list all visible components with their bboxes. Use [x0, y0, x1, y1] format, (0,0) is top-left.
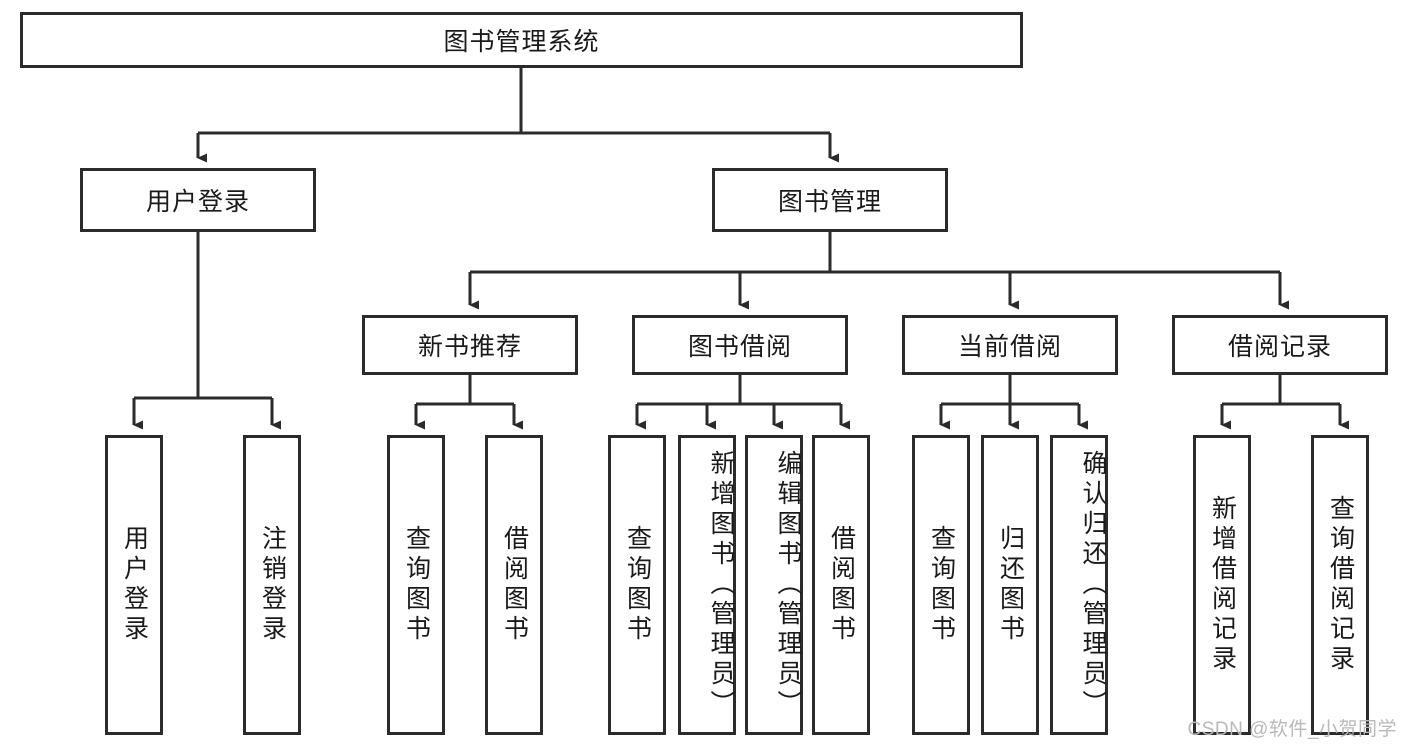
leaf-user-login-login[interactable]: 用户登录: [105, 435, 163, 735]
node-label: 新增借阅记录: [1208, 495, 1237, 675]
node-current-borrow[interactable]: 当前借阅: [902, 315, 1118, 375]
node-label: 新书推荐: [417, 333, 522, 361]
node-root-system[interactable]: 图书管理系统: [20, 12, 1023, 68]
node-label: 确认归还（管理员）: [1079, 450, 1107, 720]
node-label: 图书管理: [777, 188, 882, 216]
node-label: 图书借阅: [687, 333, 792, 361]
node-book-borrow[interactable]: 图书借阅: [632, 315, 848, 375]
node-label: 借阅记录: [1227, 333, 1332, 361]
node-label: 注销登录: [258, 525, 287, 645]
node-borrow-record[interactable]: 借阅记录: [1172, 315, 1388, 375]
node-new-book-recommend[interactable]: 新书推荐: [362, 315, 578, 375]
leaf-current-return-book[interactable]: 归还图书: [981, 435, 1039, 735]
node-label: 查询图书: [623, 525, 652, 645]
node-label: 查询借阅记录: [1326, 495, 1355, 675]
node-label: 查询图书: [402, 525, 431, 645]
watermark-csdn: CSDN @软件_小贺同学: [1187, 719, 1397, 740]
leaf-borrow-borrow-book[interactable]: 借阅图书: [812, 435, 870, 735]
leaf-current-confirm-return-admin[interactable]: 确认归还（管理员）: [1050, 435, 1108, 735]
leaf-record-query-record[interactable]: 查询借阅记录: [1311, 435, 1369, 735]
node-label: 用户登录: [145, 188, 250, 216]
node-label: 图书管理系统: [443, 28, 600, 56]
node-label: 编辑图书（管理员）: [774, 450, 802, 720]
node-book-management[interactable]: 图书管理: [712, 168, 948, 232]
leaf-recommend-borrow-book[interactable]: 借阅图书: [485, 435, 543, 735]
leaf-borrow-edit-book-admin[interactable]: 编辑图书（管理员）: [745, 435, 803, 735]
leaf-current-query-book[interactable]: 查询图书: [912, 435, 970, 735]
node-user-login[interactable]: 用户登录: [80, 168, 316, 232]
node-label: 用户登录: [120, 525, 149, 645]
leaf-borrow-query-book[interactable]: 查询图书: [608, 435, 666, 735]
leaf-recommend-query-book[interactable]: 查询图书: [387, 435, 445, 735]
node-label: 当前借阅: [957, 333, 1062, 361]
leaf-borrow-add-book-admin[interactable]: 新增图书（管理员）: [678, 435, 736, 735]
leaf-user-login-logout[interactable]: 注销登录: [243, 435, 301, 735]
node-label: 新增图书（管理员）: [707, 450, 735, 720]
leaf-record-add-record[interactable]: 新增借阅记录: [1193, 435, 1251, 735]
node-label: 归还图书: [996, 525, 1025, 645]
node-label: 借阅图书: [827, 525, 856, 645]
node-label: 查询图书: [927, 525, 956, 645]
node-label: 借阅图书: [500, 525, 529, 645]
